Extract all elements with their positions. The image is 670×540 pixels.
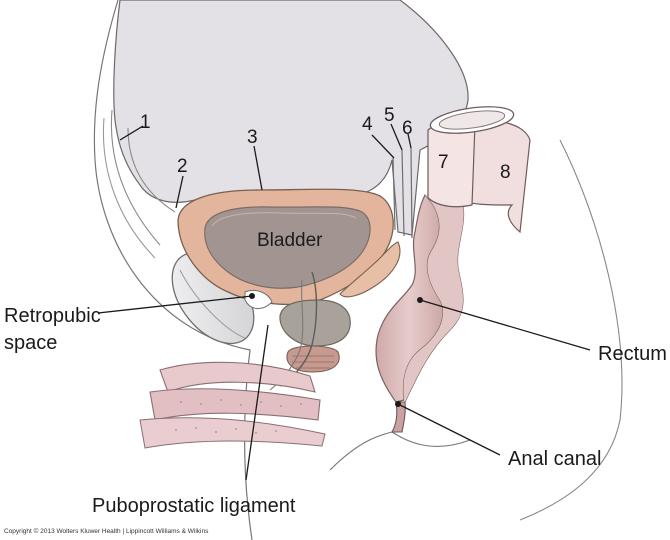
rectovesical-layer-5 [401, 149, 405, 237]
bladder-lumen [204, 206, 371, 289]
abdominal-wall-layer-3 [127, 127, 176, 213]
leader-3 [253, 145, 263, 191]
label-2: 2 [177, 156, 188, 177]
label-3: 3 [247, 127, 258, 148]
label-bladder: Bladder [257, 230, 323, 251]
label-anal-canal: Anal canal [508, 448, 601, 470]
label-5: 5 [384, 105, 395, 126]
rectum-fill [403, 195, 464, 402]
sphincter-fibers [292, 355, 334, 369]
label-4: 4 [362, 114, 373, 135]
body-back-outline [519, 139, 623, 521]
penile-tissue [159, 361, 316, 393]
label-6: 6 [402, 118, 413, 139]
label-1: 1 [140, 112, 151, 133]
label-retropubic-2: space [4, 332, 57, 354]
sigmoid-colon-8 [461, 119, 531, 234]
leader-anal-dot [395, 401, 401, 407]
leader-5 [390, 123, 403, 151]
label-puboprostatic: Puboprostatic ligament [92, 495, 296, 517]
rectovesical-layer-4 [392, 157, 396, 231]
leader-anal-canal [397, 403, 501, 456]
leader-retropubic [97, 295, 253, 314]
colon-opening-inner [438, 110, 506, 130]
pubic-bone-inner [179, 269, 246, 339]
seminal-vesicle [339, 241, 401, 298]
perineum-outline [329, 431, 471, 471]
label-7: 7 [438, 152, 449, 173]
leader-rectum [419, 299, 591, 351]
penile-dots [175, 399, 302, 434]
rectovesical-layer-6 [410, 147, 413, 239]
leader-2 [175, 175, 184, 209]
label-retropubic-1: Retropubic [4, 305, 101, 327]
leader-retropubic-dot [249, 293, 255, 299]
abdominal-wall-layer [110, 109, 161, 246]
leader-6 [407, 133, 412, 149]
label-8: 8 [500, 162, 511, 183]
leader-1 [119, 125, 144, 141]
leader-rectum-dot [417, 297, 423, 303]
leader-puboprostatic [245, 324, 269, 481]
penile-tissue-2 [149, 388, 321, 421]
leader-4 [371, 134, 395, 159]
penile-tissue-3 [139, 417, 326, 449]
copyright-notice: Copyright © 2013 Wolters Kluwer Health |… [4, 528, 209, 535]
label-rectum: Rectum [598, 343, 667, 365]
bladder-mucosa [211, 212, 357, 227]
abdominal-wall-layer-2 [102, 117, 156, 259]
